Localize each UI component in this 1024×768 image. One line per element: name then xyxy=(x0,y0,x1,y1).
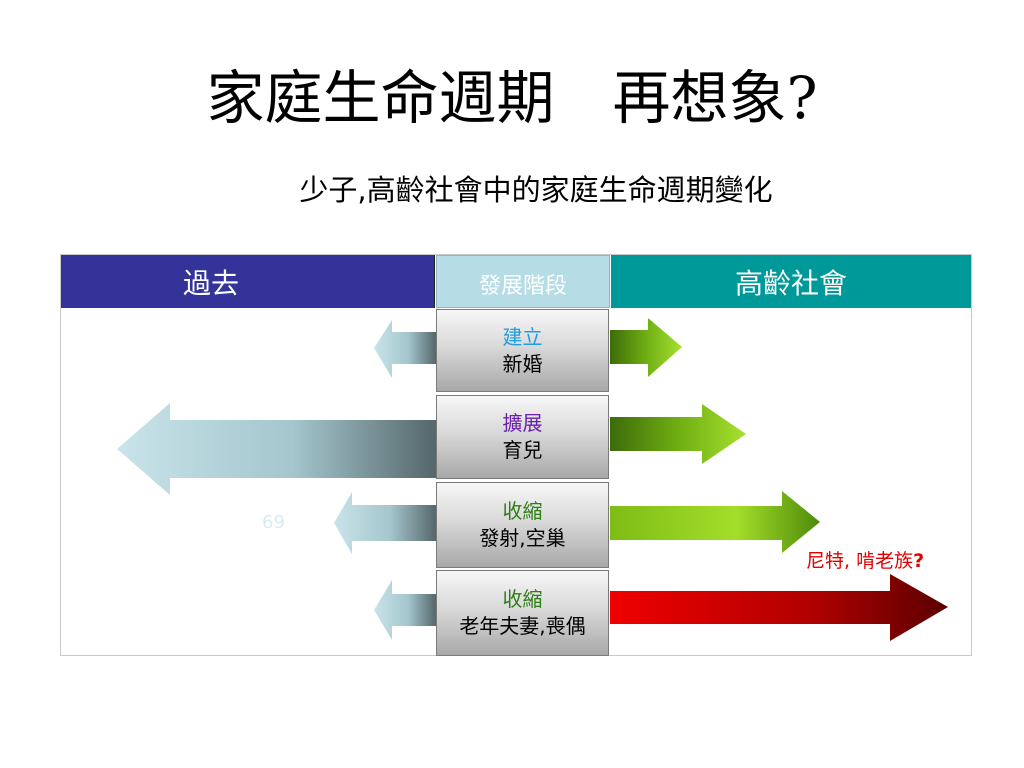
aged-arrow-1 xyxy=(610,318,682,377)
stage-detail-label: 新婚 xyxy=(502,351,543,376)
aged-arrow-3 xyxy=(610,491,820,553)
aged-arrow-2 xyxy=(610,404,746,464)
past-arrow-2 xyxy=(117,403,436,495)
past-arrow-4 xyxy=(374,580,436,640)
stage-phase-label: 收縮 xyxy=(502,499,543,523)
header-stage: 發展階段 xyxy=(436,255,610,308)
stage-phase-label: 擴展 xyxy=(502,411,543,435)
header-aged-society: 高齡社會 xyxy=(611,255,971,308)
aged-arrow-4 xyxy=(610,574,948,641)
note-text: 尼特, 啃老族 xyxy=(806,550,914,572)
faint-number: 69 xyxy=(262,512,285,533)
stage-phase-label: 收縮 xyxy=(502,587,543,611)
note-neet: 尼特, 啃老族? xyxy=(806,548,924,574)
past-arrow-1 xyxy=(374,320,436,378)
stage-box-1: 建立 新婚 xyxy=(436,309,609,392)
stage-box-3: 收縮 發射,空巢 xyxy=(436,482,609,568)
stage-detail-label: 老年夫妻,喪偶 xyxy=(459,614,586,638)
stage-detail-label: 發射,空巢 xyxy=(479,526,566,550)
header-past: 過去 xyxy=(61,255,435,308)
stage-phase-label: 建立 xyxy=(502,324,543,349)
page-subtitle: 少子,高齡社會中的家庭生命週期變化 xyxy=(299,173,773,207)
stage-box-4: 收縮 老年夫妻,喪偶 xyxy=(436,570,609,656)
note-question-mark: ? xyxy=(913,550,925,572)
past-arrow-3 xyxy=(334,492,436,554)
stage-box-2: 擴展 育兒 xyxy=(436,395,609,479)
stage-detail-label: 育兒 xyxy=(502,438,543,462)
page-title: 家庭生命週期 再想象? xyxy=(206,64,818,132)
